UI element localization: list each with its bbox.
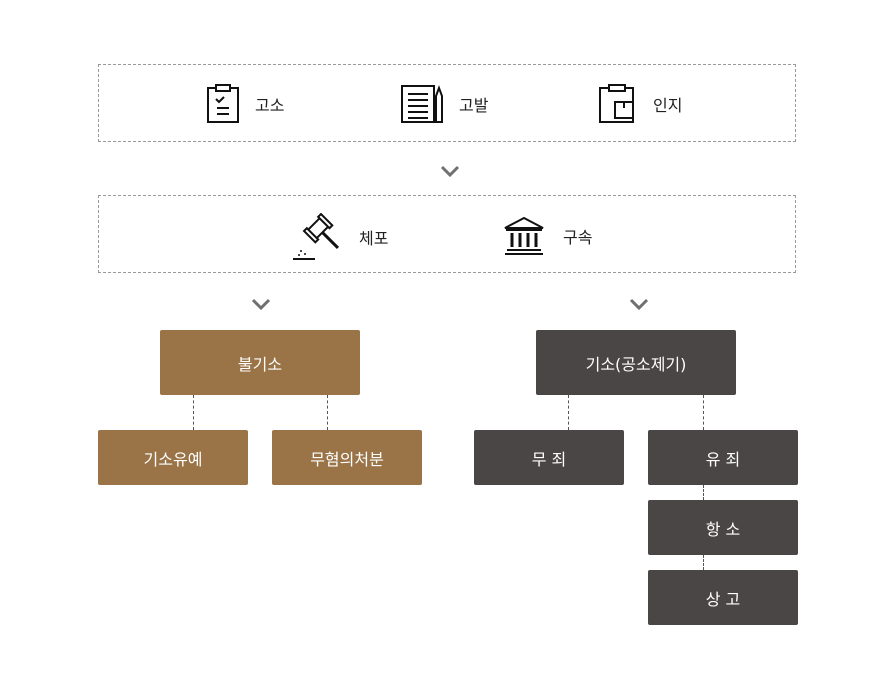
prosecution-box: 기소(공소제기) bbox=[536, 330, 736, 395]
connector-line bbox=[568, 395, 569, 430]
prosecution-label: 기소(공소제기) bbox=[585, 354, 687, 374]
guilty-box: 유 죄 bbox=[648, 430, 798, 485]
acquittal-box: 무 죄 bbox=[474, 430, 624, 485]
guilty-label: 유 죄 bbox=[705, 449, 741, 469]
appeal-label: 항 소 bbox=[705, 519, 741, 539]
document-pen-icon bbox=[399, 84, 445, 124]
courthouse-icon bbox=[503, 216, 545, 256]
final-appeal-label: 상 고 bbox=[705, 589, 741, 609]
suspended-indictment-box: 기소유예 bbox=[98, 430, 248, 485]
suspended-indictment-label: 기소유예 bbox=[143, 449, 203, 469]
item-arrest: 체포 bbox=[291, 213, 388, 261]
clipboard-box-icon bbox=[597, 84, 637, 124]
report-sources-panel: 고소 고발 인지 bbox=[98, 64, 796, 142]
arrest-detention-panel: 체포 구속 bbox=[98, 195, 796, 273]
connector-line bbox=[703, 395, 704, 430]
no-charge-label: 무혐의처분 bbox=[310, 449, 384, 469]
chevron-down-icon bbox=[629, 298, 649, 310]
accusation-label: 고발 bbox=[459, 96, 489, 115]
detention-label: 구속 bbox=[563, 228, 593, 247]
item-accusation: 고발 bbox=[399, 84, 488, 124]
no-charge-box: 무혐의처분 bbox=[272, 430, 422, 485]
connector-line bbox=[327, 395, 328, 430]
item-complaint: 고소 bbox=[205, 84, 284, 124]
non-prosecution-label: 불기소 bbox=[237, 354, 283, 374]
non-prosecution-box: 불기소 bbox=[160, 330, 360, 395]
complaint-label: 고소 bbox=[255, 96, 285, 115]
arrest-label: 체포 bbox=[359, 229, 389, 248]
appeal-box: 항 소 bbox=[648, 500, 798, 555]
item-detention: 구속 bbox=[503, 216, 592, 256]
acquittal-label: 무 죄 bbox=[531, 449, 567, 469]
item-cognizance: 인지 bbox=[597, 84, 682, 124]
gavel-icon bbox=[291, 213, 343, 261]
chevron-down-icon bbox=[251, 298, 271, 310]
connector-line bbox=[703, 555, 704, 570]
chevron-down-icon bbox=[440, 165, 460, 177]
clipboard-check-icon bbox=[205, 84, 239, 124]
connector-line bbox=[193, 395, 194, 430]
final-appeal-box: 상 고 bbox=[648, 570, 798, 625]
connector-line bbox=[703, 485, 704, 500]
cognizance-label: 인지 bbox=[653, 96, 683, 115]
